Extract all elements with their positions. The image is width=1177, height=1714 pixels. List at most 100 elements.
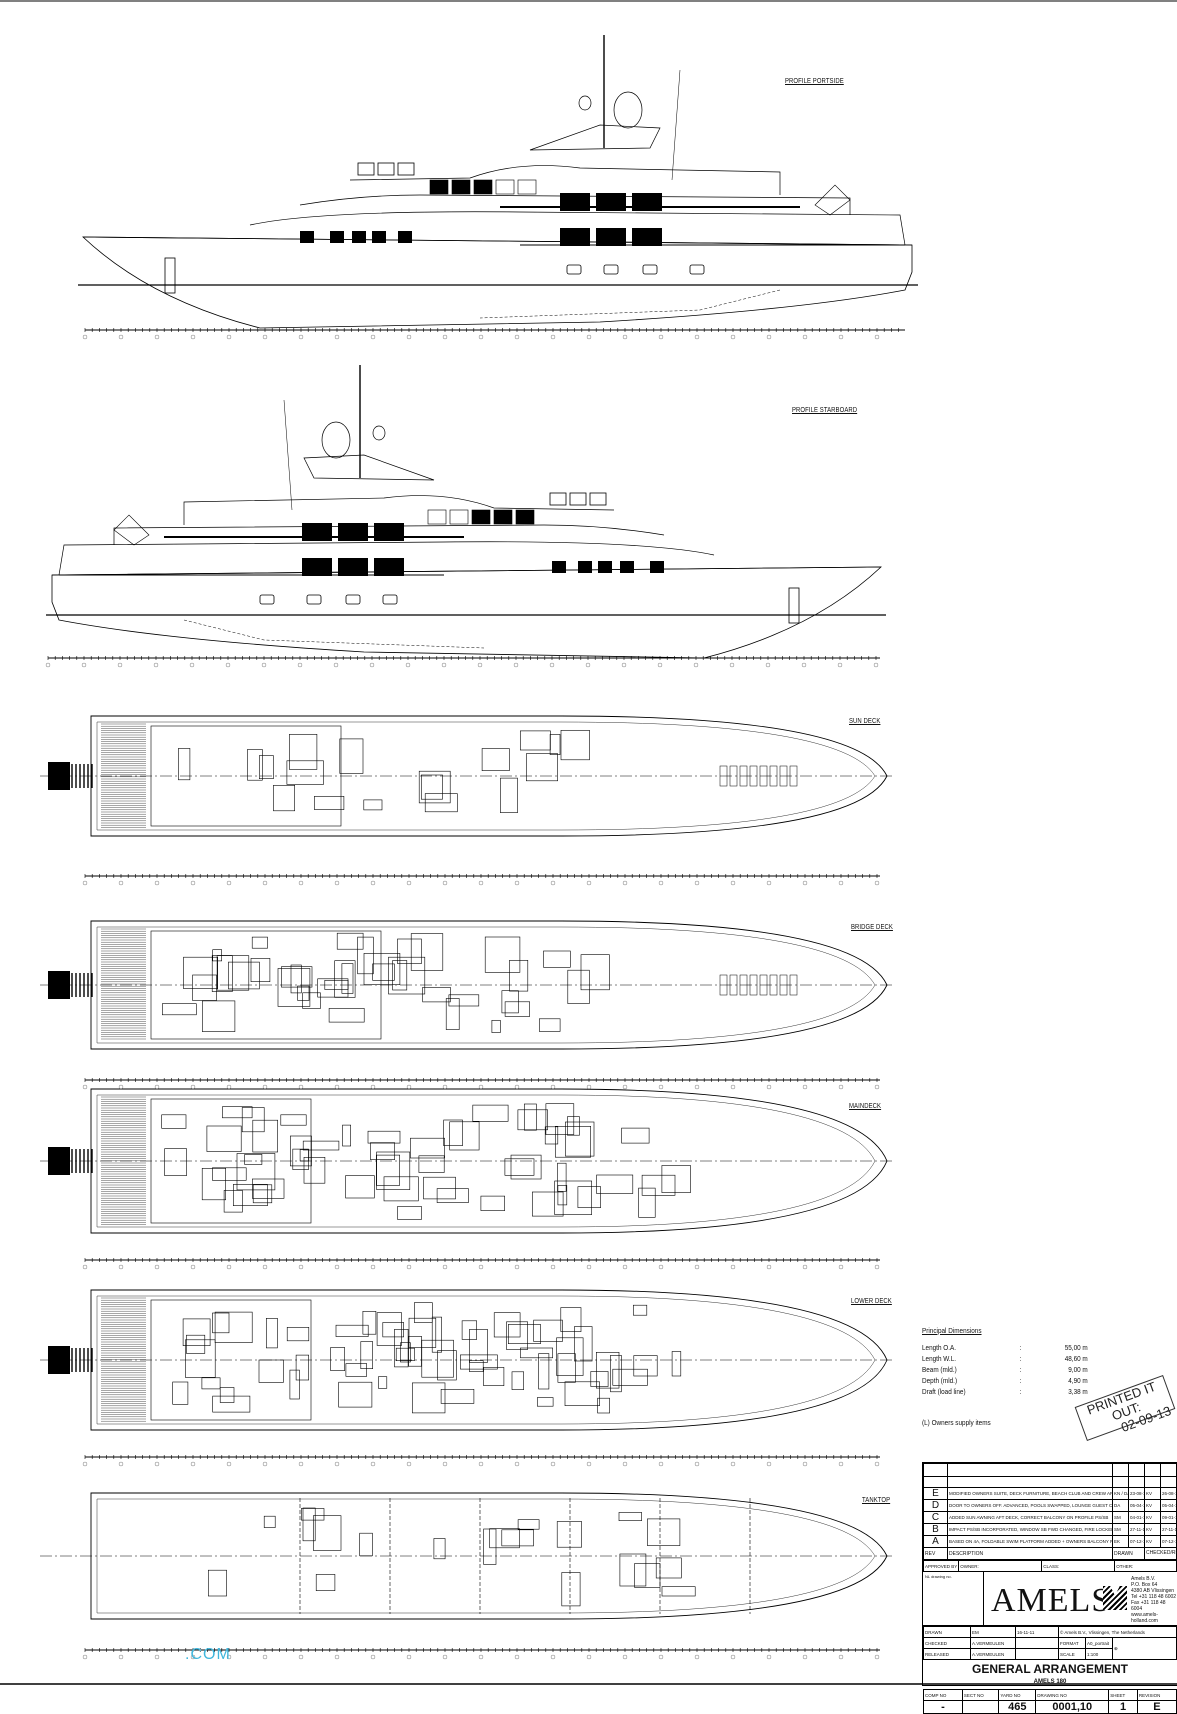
room <box>500 777 518 813</box>
frame-marker <box>370 1654 376 1660</box>
room <box>493 1312 521 1338</box>
frame-marker <box>550 880 556 886</box>
room <box>443 1119 463 1147</box>
frame-marker <box>694 334 700 340</box>
window <box>397 162 415 176</box>
sun-deck-plan <box>40 715 895 837</box>
lower-deck-plan <box>40 1289 895 1431</box>
frame-marker <box>622 1461 628 1467</box>
revision-value: E <box>1136 1700 1177 1714</box>
radome-small <box>372 425 386 441</box>
sect-no <box>961 1700 1000 1714</box>
frame-marker <box>658 1461 664 1467</box>
frame-ruler <box>82 1648 880 1660</box>
frame-marker <box>442 334 448 340</box>
window-dark <box>560 228 590 246</box>
label-sun-deck: SUN DECK <box>849 718 881 725</box>
room <box>671 1351 682 1377</box>
frame-marker <box>369 662 375 668</box>
frame-marker <box>118 1264 124 1270</box>
revision-drawn: SM <box>1112 1511 1129 1524</box>
room <box>469 1360 484 1372</box>
address-line: Tel +31 118 48 6002 <box>1131 1594 1177 1600</box>
room <box>362 1311 377 1335</box>
room <box>554 1126 591 1158</box>
stair-block <box>48 762 70 790</box>
frame-marker <box>657 662 663 668</box>
room <box>449 1121 480 1151</box>
radome <box>613 91 643 129</box>
room <box>400 1342 411 1363</box>
room <box>510 1154 542 1180</box>
description-header: DESCRIPTION <box>947 1547 1113 1560</box>
frame-marker <box>874 880 880 886</box>
porthole <box>382 594 398 605</box>
room <box>244 1154 263 1165</box>
frame-marker <box>586 1461 592 1467</box>
approved-by-label: APPROVED BY <box>922 1560 960 1572</box>
room <box>632 1304 648 1316</box>
address-line: Amels B.V. <box>1131 1576 1156 1582</box>
room <box>388 956 426 995</box>
frame-marker <box>694 1084 700 1090</box>
owners-supply-note: (L) Owners supply items <box>922 1418 991 1427</box>
room <box>483 1367 505 1387</box>
frame-marker <box>514 1084 520 1090</box>
room <box>647 1518 681 1546</box>
room <box>335 1324 369 1337</box>
frame-marker <box>154 880 160 886</box>
room <box>164 1148 187 1176</box>
dimension-label: Beam (mld.) <box>922 1365 957 1374</box>
room <box>544 1126 559 1145</box>
room <box>214 1311 253 1343</box>
frame-marker <box>514 1264 520 1270</box>
room <box>519 730 551 751</box>
radar-arch <box>529 124 661 151</box>
frame-marker <box>405 662 411 668</box>
frame-marker <box>694 1654 700 1660</box>
room <box>557 1162 567 1192</box>
antenna <box>671 69 681 181</box>
frame-marker <box>82 880 88 886</box>
room <box>363 953 401 986</box>
bulwark-line <box>96 1498 876 1614</box>
sun-deck-outline <box>349 165 781 195</box>
bridge-deck-plan <box>40 920 895 1050</box>
frame-marker <box>730 1654 736 1660</box>
frame-marker <box>190 1084 196 1090</box>
room <box>212 1312 230 1334</box>
released-label: RELEASED <box>923 1648 971 1660</box>
room <box>580 954 610 991</box>
revision-checked-date: 07-12-11 <box>1160 1535 1177 1548</box>
deck-plans <box>40 715 895 1620</box>
stair-block <box>48 971 70 999</box>
bulwark-line <box>96 1295 876 1425</box>
room <box>216 955 250 991</box>
revision-checked: KV <box>1144 1487 1161 1500</box>
frame-marker <box>262 1654 268 1660</box>
window <box>517 179 537 195</box>
label-lower-deck: LOWER DECK <box>851 1298 892 1305</box>
room <box>290 964 302 994</box>
yard-no: 465 <box>998 1700 1037 1714</box>
swim-platform-stairs <box>48 971 93 999</box>
revision-drawn: SM <box>1112 1523 1129 1536</box>
bow-thruster <box>164 257 176 294</box>
room <box>186 1334 206 1354</box>
frame-marker <box>478 1654 484 1660</box>
revision-letter: B <box>923 1523 948 1536</box>
room <box>303 1157 326 1184</box>
room <box>182 1318 211 1347</box>
frame-marker <box>190 1264 196 1270</box>
flag <box>113 514 150 546</box>
dimension-label: Draft (load line) <box>922 1387 966 1396</box>
frame-marker <box>226 1461 232 1467</box>
frame-marker <box>766 1654 772 1660</box>
room <box>299 1149 310 1162</box>
